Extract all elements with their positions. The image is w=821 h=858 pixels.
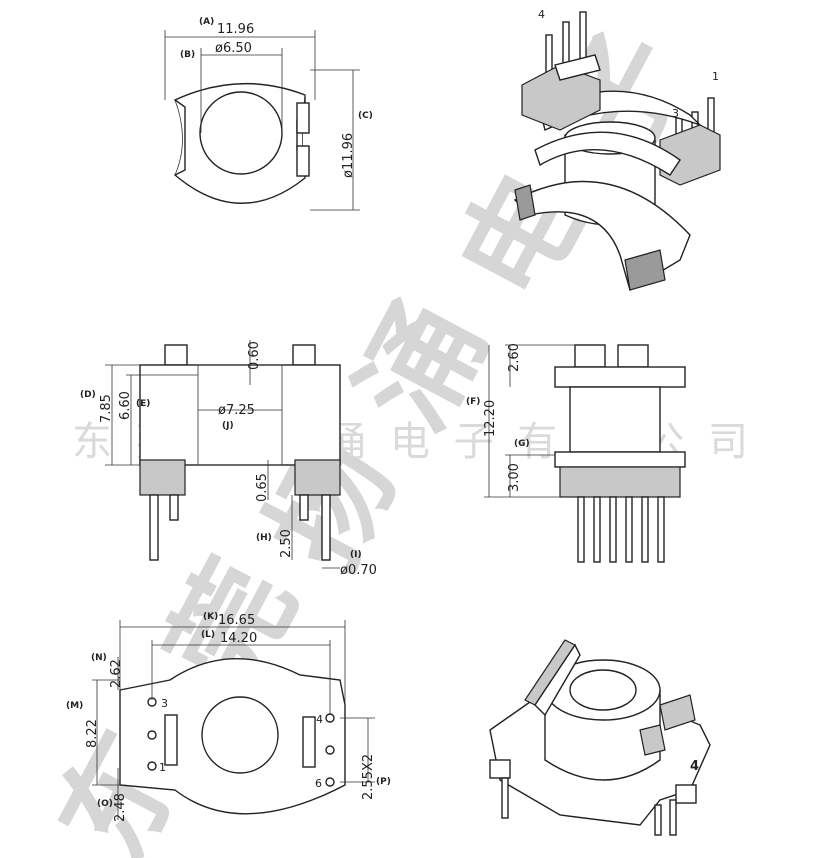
dim-tag-D: (D) (80, 390, 96, 400)
dim-tag-N: (N) (91, 653, 107, 663)
top-view: (A) 11.96 (B) ø6.50 (C) ø11.96 (164, 17, 373, 211)
iso-pin-label: 1 (712, 70, 719, 83)
dim-tag-B: (B) (180, 50, 195, 60)
dim-tag-H: (H) (256, 533, 272, 543)
iso-pin-label: 3 (672, 107, 679, 120)
dim-tag-K: (K) (203, 612, 218, 622)
dim-A: 11.96 (217, 22, 254, 37)
iso-bottom-number: 4 (690, 759, 699, 774)
dim-G: 3.00 (507, 463, 522, 492)
iso-view-bottom: 4 (489, 639, 711, 836)
dim-tag-E: (E) (136, 399, 150, 409)
dim-C: ø11.96 (341, 133, 356, 178)
dim-L: 14.20 (220, 631, 257, 646)
dim-tag-P: (P) (376, 777, 391, 787)
side-view: (D) 7.85 (E) 6.60 ø7.25 (J) 0.60 0.65 (H… (80, 340, 377, 578)
dim-tag-A: (A) (199, 17, 214, 27)
iso-pin-label: 4 (538, 8, 545, 21)
iso-view-top: 4 1 3 (513, 8, 721, 292)
dim-top-gap: 0.60 (247, 341, 262, 370)
dim-B: ø6.50 (215, 41, 252, 56)
dim-J: ø7.25 (218, 403, 255, 418)
dim-E: 6.60 (118, 391, 133, 420)
bottom-pin-label: 4 (316, 713, 323, 726)
dim-tag-O: (O) (97, 799, 113, 809)
dim-D: 7.85 (99, 394, 114, 423)
dim-H: 2.50 (279, 529, 294, 558)
bottom-pin-label: 6 (315, 777, 322, 790)
dim-tag-G: (G) (514, 439, 530, 449)
front-view: 2.60 (F) 12.20 (G) 3.00 (466, 343, 686, 563)
dim-tag-C: (C) (358, 111, 373, 121)
bottom-pin-label: 3 (161, 697, 168, 710)
dim-P: 2.55X2 (361, 754, 376, 800)
dim-N: 2.62 (109, 659, 124, 688)
dim-I: ø0.70 (340, 563, 377, 578)
dim-tag-L: (L) (201, 630, 215, 640)
dim-tag-M: (M) (66, 701, 83, 711)
dim-O: 2.48 (113, 793, 128, 822)
dim-top-2-60: 2.60 (507, 343, 522, 372)
dim-tag-F: (F) (466, 397, 480, 407)
dim-F: 12.20 (483, 400, 498, 437)
dim-tag-I: (I) (350, 550, 362, 560)
dim-0-65: 0.65 (255, 473, 270, 502)
dim-K: 16.65 (218, 613, 255, 628)
bottom-pin-label: 1 (159, 761, 166, 774)
bottom-view: 3 1 4 6 (K) 16.65 (L) 14.20 (N) 2.62 (M)… (66, 612, 391, 822)
dim-M: 8.22 (85, 719, 100, 748)
dim-tag-J: (J) (222, 421, 234, 431)
